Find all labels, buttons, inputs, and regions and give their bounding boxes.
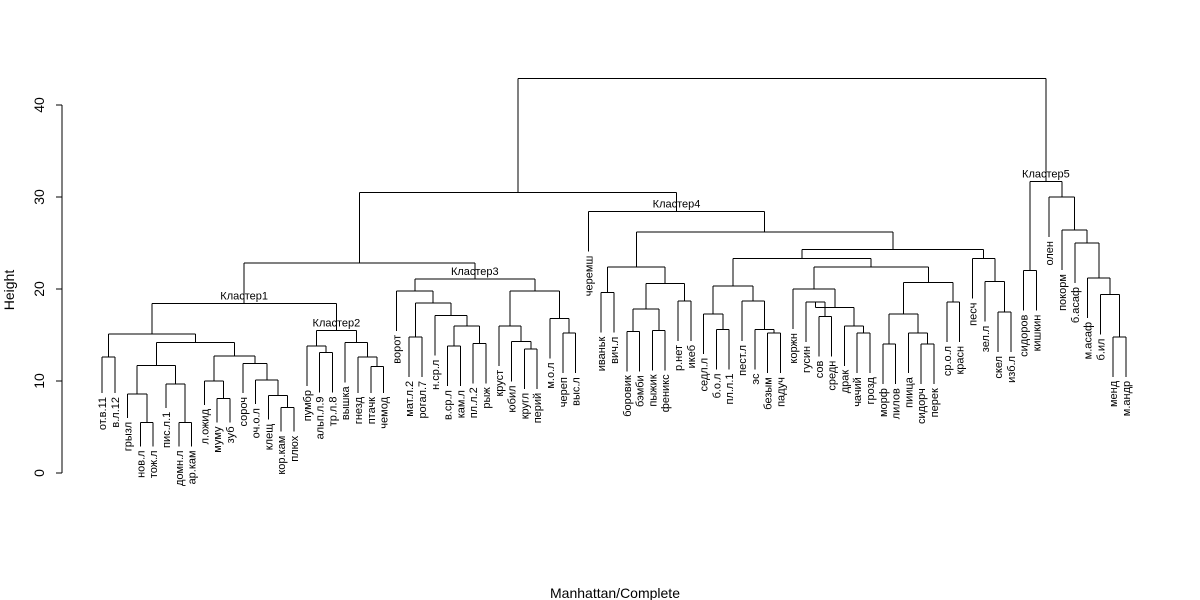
leaf-label-кругл: кругл — [519, 393, 531, 420]
leaf-label-рыж: рыж — [481, 387, 493, 409]
cluster-annotation: Кластер2 — [313, 317, 361, 329]
leaf-label-кишкин: кишкин — [1031, 315, 1043, 352]
x-axis-title: Manhattan/Complete — [550, 585, 680, 600]
leaf-label-икеб: икеб — [686, 345, 698, 368]
leaf-label-безым: безым — [763, 377, 775, 410]
leaf-label-в-ср-л: в.ср.л — [443, 390, 455, 420]
cluster-annotation: Кластер4 — [653, 199, 701, 211]
leaf-label-гнезд: гнезд — [353, 396, 365, 424]
leaf-label-тож-л: тож.л — [148, 450, 160, 478]
leaf-label-вич-л: вич.л — [609, 337, 621, 364]
leaf-label-сидоров: сидоров — [1019, 314, 1031, 356]
leaf-label-покорм: покорм — [1057, 274, 1069, 311]
leaf-label-перий: перий — [532, 393, 544, 423]
leaf-label-м-о-л: м.о.л — [545, 362, 557, 388]
leaf-label-пл-л-1: пл.л.1 — [724, 373, 736, 404]
y-axis: 0 10 20 30 40 — [31, 97, 63, 477]
leaf-label-грызл: грызл — [123, 422, 135, 451]
y-tick-label: 20 — [31, 281, 47, 297]
leaf-label-зел-л: зел.л — [980, 326, 992, 353]
leaf-label-кор-кам: кор.кам — [276, 436, 288, 475]
leaf-label-б-асаф: б.асаф — [1070, 287, 1082, 323]
leaf-label-коржн: коржн — [788, 333, 800, 364]
leaf-label-череп: череп — [558, 377, 570, 407]
cluster-annotation: Кластер3 — [451, 266, 499, 278]
leaf-label-тр-л-8: тр.л.8 — [327, 396, 339, 426]
leaf-label-ср-о-л: ср.о.л — [942, 346, 954, 376]
leaf-label-грозд: грозд — [865, 377, 877, 405]
leaf-label-черемш: черемш — [583, 256, 595, 297]
leaf-label-олен: олен — [1044, 241, 1056, 266]
leaf-label-м-андр: м.андр — [1121, 381, 1133, 416]
leaf-label-пл-л-2: пл.л.2 — [468, 387, 480, 418]
leaf-label-чемод: чемод — [379, 396, 391, 428]
leaf-label-пиица: пиица — [903, 376, 915, 408]
leaf-label-м-асаф: м.асаф — [1083, 322, 1095, 359]
leaf-label-л-ожид: л.ожид — [199, 408, 211, 444]
leaf-label-иваньк: иваньк — [596, 337, 608, 372]
leaf-label-лилов: лилов — [891, 388, 903, 419]
leaf-label-морф: морф — [878, 388, 890, 417]
leaf-label-мат-л-2: мат.л.2 — [404, 381, 416, 417]
y-tick-label: 40 — [31, 97, 47, 113]
leaf-label-н-ср-л: н.ср.л — [430, 360, 442, 390]
leaf-label-гусин: гусин — [801, 346, 813, 373]
leaf-label-изб-л: изб.л — [1006, 356, 1018, 383]
y-axis-title: Height — [1, 270, 17, 311]
leaf-label-феникс: феникс — [660, 374, 672, 412]
leaf-label-чачий: чачий — [852, 377, 864, 407]
leaf-label-скел: скел — [993, 356, 1005, 379]
leaf-label-альп-л-9: альп.л.9 — [315, 396, 327, 439]
leaf-label-нов-л: нов.л — [135, 450, 147, 478]
y-tick-label: 30 — [31, 189, 47, 205]
leaf-label-сов: сов — [814, 360, 826, 378]
leaf-label-красн: красн — [955, 346, 967, 375]
leaf-label-песч: песч — [967, 303, 979, 326]
leaf-label-б-ил: б.ил — [1095, 339, 1107, 361]
leaf-label-драк: драк — [839, 370, 851, 394]
leaf-label-пест-л: пест.л — [737, 345, 749, 376]
leaf-label-менд: менд — [1108, 380, 1120, 407]
leaf-label-средн: средн — [827, 361, 839, 391]
cluster-annotation: Кластер1 — [220, 291, 268, 303]
leaf-label-р-нет: р.нет — [673, 345, 685, 371]
leaf-label-выс-л: выс.л — [571, 377, 583, 406]
leaf-label-сороч: сороч — [238, 397, 250, 426]
leaf-label-домн-л: домн.л — [174, 450, 186, 486]
leaf-label-зуб: зуб — [225, 426, 237, 443]
leaf-label-ар-кам: ар.кам — [187, 450, 199, 484]
leaf-label-бэмби: бэмби — [635, 375, 647, 407]
leaf-label-птачк: птачк — [366, 397, 378, 424]
leaf-label-круст: круст — [494, 370, 506, 397]
leaf-label-вышка: вышка — [340, 385, 352, 420]
leaf-label-пумбр: пумбр — [302, 390, 314, 421]
leaf-label-в-л-12: в.л.12 — [110, 397, 122, 428]
leaf-label-от-в-11: от.в.11 — [97, 397, 109, 430]
leaf-label-падуч: падуч — [775, 377, 787, 407]
leaf-label-седл-л: седл.л — [699, 358, 711, 392]
leaf-label-рогал-7: рогал.7 — [417, 381, 429, 419]
leaf-label-юбил: юбил — [507, 385, 519, 412]
leaf-label-сидорч: сидорч — [916, 388, 928, 424]
leaf-label-эс: эс — [750, 373, 762, 385]
y-tick-label: 0 — [31, 469, 47, 477]
leaf-label-боровик: боровик — [622, 375, 634, 417]
dendrogram-branches — [101, 77, 1127, 447]
leaf-label-пис-л-1: пис.л.1 — [161, 412, 173, 448]
leaf-label-ворот: ворот — [391, 335, 403, 364]
y-tick-label: 10 — [31, 373, 47, 389]
leaf-label-кам-л: кам.л — [455, 390, 467, 418]
leaf-label-пыжик: пыжик — [647, 374, 659, 406]
leaf-label-клещ: клещ — [263, 424, 275, 451]
cluster-annotation: Кластер5 — [1022, 168, 1070, 180]
leaf-label-перек: перек — [929, 388, 941, 417]
leaf-label-оч-о-л: оч.о.л — [251, 408, 263, 438]
leaf-label-муму: муму — [212, 426, 224, 453]
leaf-label-б-о-л: б.о.л — [711, 373, 723, 398]
leaf-label-плюх: плюх — [289, 435, 301, 462]
